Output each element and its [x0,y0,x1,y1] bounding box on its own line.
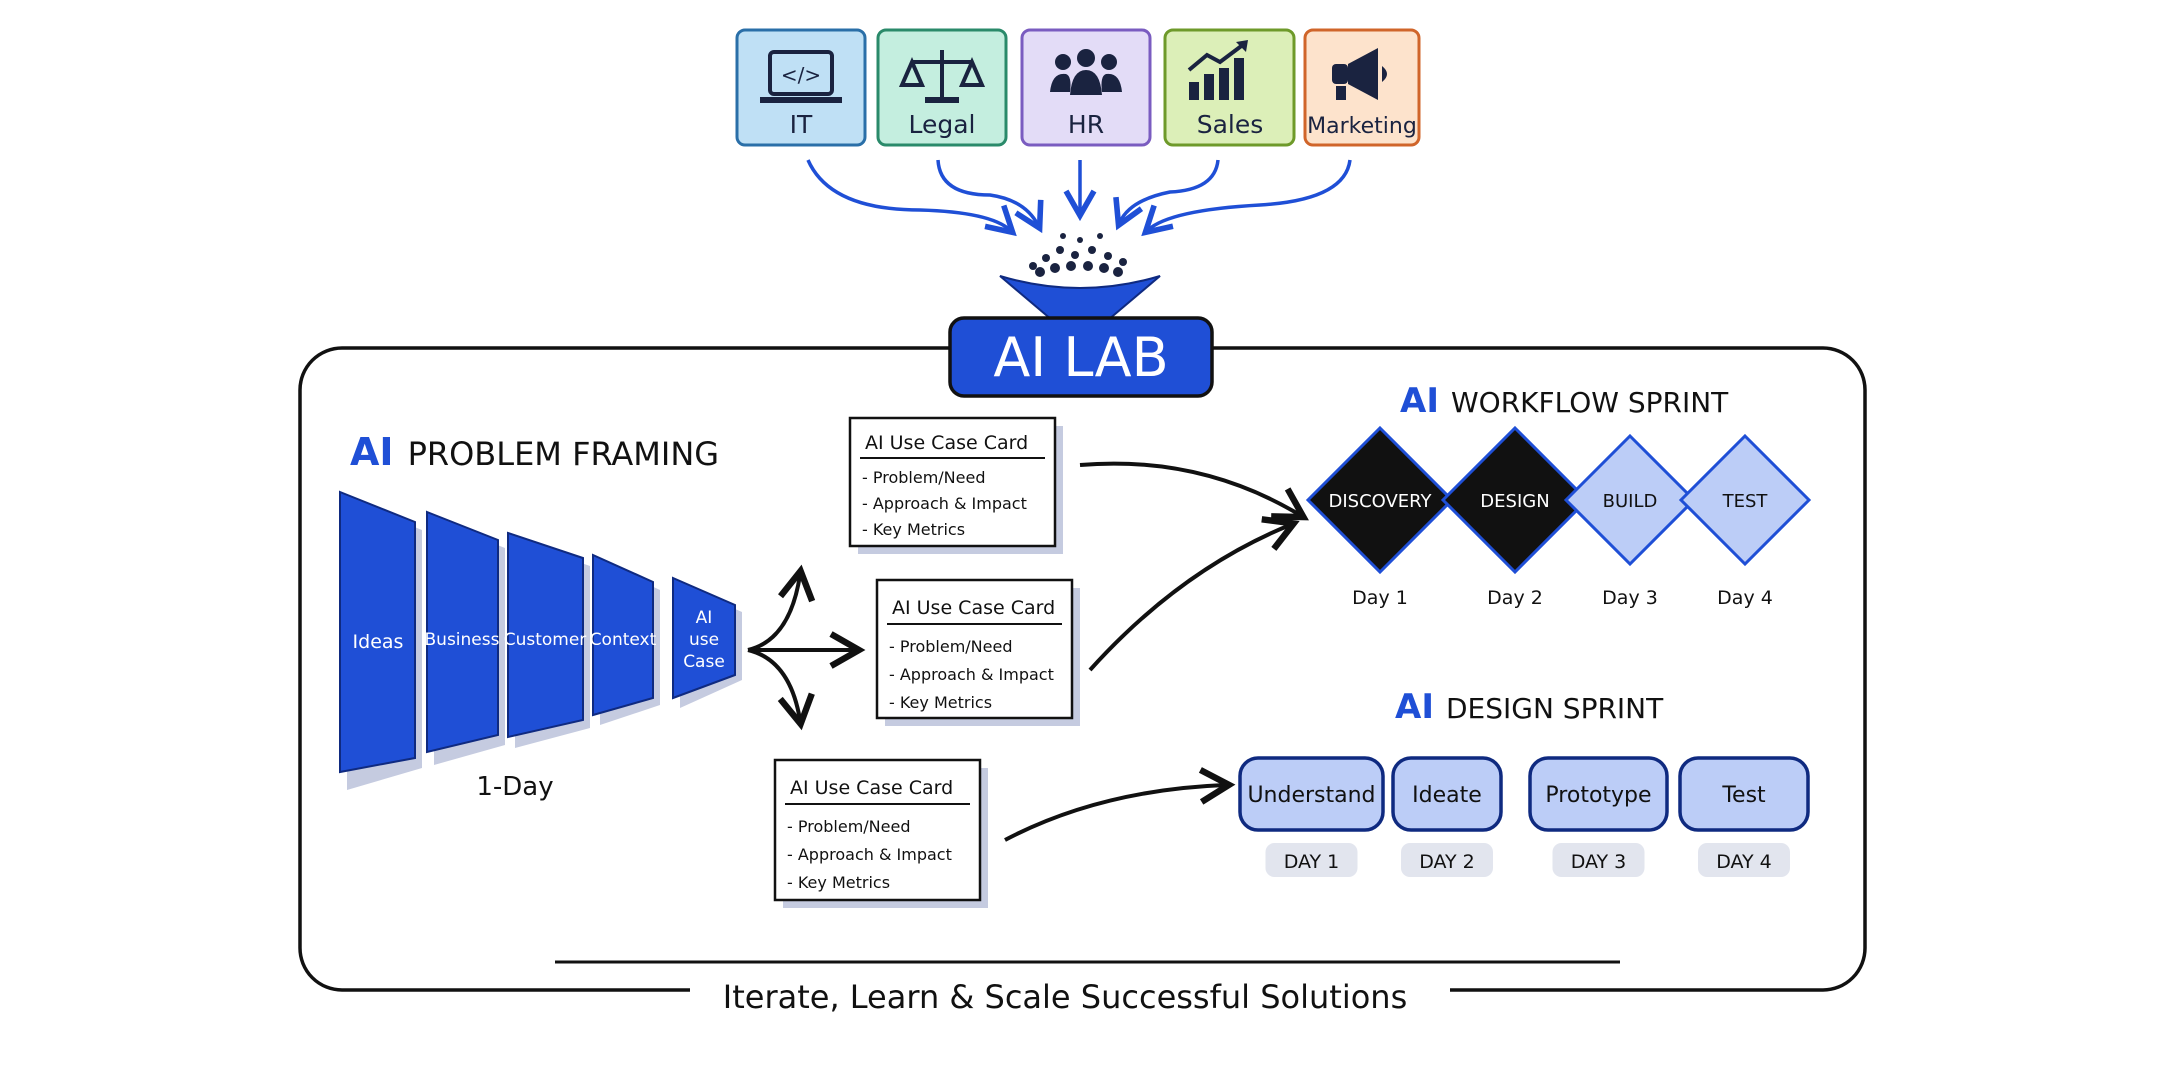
scales-icon [898,50,986,103]
step-day: Day 2 [1487,587,1543,609]
department-marketing: Marketing [1303,28,1421,147]
use-case-card: AI Use Case Card - Problem/Need - Approa… [875,578,1080,726]
diamond-shape [1678,433,1812,567]
svg-text:- Key Metrics: - Key Metrics [862,520,965,539]
workflow-step-discovery: DISCOVERY Day 1 [1305,425,1455,609]
svg-text:Ideas: Ideas [353,631,404,653]
department-label: IT [790,110,813,139]
step-label: DESIGN [1480,491,1549,512]
ai-lab-badge: AI LAB [948,316,1214,398]
framing-duration: 1-Day [476,772,553,802]
step-box [1391,756,1503,832]
department-it: </> IT [735,28,867,147]
card-to-sprint-arrows [1004,461,1309,842]
svg-text:- Approach & Impact: - Approach & Impact [889,665,1054,684]
use-case-card: AI Use Case Card - Problem/Need - Approa… [848,416,1063,554]
branch-arrows [747,564,866,731]
step-day: Day 3 [1602,587,1658,609]
department-label: Marketing [1307,114,1417,139]
department-legal: Legal [876,28,1008,147]
step-day: Day 4 [1717,587,1773,609]
svg-text:Customer: Customer [504,630,587,650]
step-day: Day 1 [1352,587,1408,609]
step-box [1528,756,1669,832]
step-label: Test [1721,783,1766,808]
step-label: Understand [1247,783,1375,808]
megaphone-icon [1332,48,1387,100]
diamond-shape [1305,425,1455,575]
step-label: DISCOVERY [1328,491,1432,512]
diamond-shape [1563,433,1697,567]
day-pill [1265,843,1358,877]
svg-text:Business: Business [425,630,500,650]
svg-text:- Problem/Need: - Problem/Need [889,637,1012,656]
diamond-shape [1440,425,1590,575]
svg-text:- Approach & Impact: - Approach & Impact [787,845,952,864]
svg-text:</>: </> [781,63,821,87]
people-icon [1050,49,1122,95]
department-label: Legal [908,110,975,139]
laptop-code-icon: </> [760,50,842,103]
day-pill-label: DAY 1 [1284,851,1340,873]
panel-customer: Customer [504,531,590,748]
panel-context: Context [590,553,660,725]
day-pill [1698,843,1790,877]
workflow-steps: DISCOVERY Day 1 DESIGN Day 2 BUILD Day 3 TEST D… [1305,425,1812,609]
day-pill [1401,843,1493,877]
use-case-card: AI Use Case Card - Problem/Need - Approa… [773,758,988,908]
chart-growth-icon [1187,40,1248,100]
department-label: Sales [1197,110,1264,139]
step-box [1238,756,1385,832]
svg-text:- Key Metrics: - Key Metrics [787,873,890,892]
step-label: TEST [1722,491,1769,512]
day-pill-label: DAY 4 [1716,851,1772,873]
department-label: HR [1068,110,1104,139]
day-pill-label: DAY 2 [1419,851,1475,873]
step-label: Prototype [1545,783,1651,808]
workflow-step-test: TEST Day 4 [1678,433,1812,609]
department-arrows [806,159,1352,237]
department-hr: HR [1020,28,1152,147]
day-pill [1552,843,1645,877]
workflow-step-design: DESIGN Day 2 [1440,425,1590,609]
svg-text:AI Use Case Card: AI Use Case Card [865,432,1028,454]
day-pill-label: DAY 3 [1571,851,1627,873]
svg-text:- Problem/Need: - Problem/Need [862,468,985,487]
step-box [1678,756,1810,832]
svg-text:- Problem/Need: - Problem/Need [787,817,910,836]
department-sales: Sales [1163,28,1296,147]
svg-text:AI Use Case Card: AI Use Case Card [790,777,953,799]
svg-text:Context: Context [590,630,657,650]
panel-ideas: Ideas [339,490,422,790]
panel-business: Business [425,510,505,765]
step-label: Ideate [1412,783,1482,808]
svg-text:- Key Metrics: - Key Metrics [889,693,992,712]
step-label: BUILD [1603,491,1658,512]
ai-lab-title: AI LAB [993,326,1168,389]
workflow-step-build: BUILD Day 3 [1563,433,1697,609]
footer-tagline: Iterate, Learn & Scale Successful Soluti… [723,978,1407,1016]
svg-text:AI Use Case Card: AI Use Case Card [892,597,1055,619]
svg-text:- Approach & Impact: - Approach & Impact [862,494,1027,513]
